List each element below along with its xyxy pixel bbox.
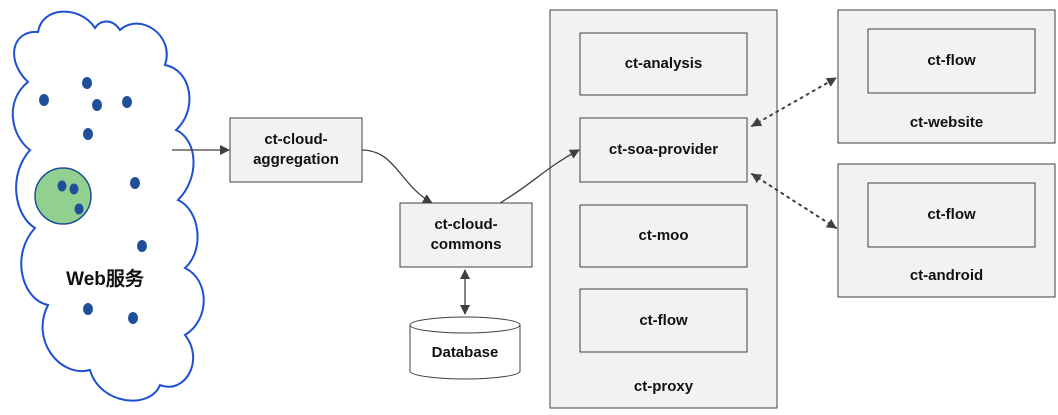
- moo-box: [579, 204, 748, 268]
- cloud-label: Web服务: [66, 269, 144, 290]
- android-label: ct-android: [909, 267, 984, 284]
- android-flow-label: ct-flow: [927, 206, 976, 223]
- service-dots: [39, 77, 147, 324]
- aggregation-label-line1: ct-cloud-: [264, 131, 328, 148]
- commons-label-line1: ct-cloud-: [434, 216, 498, 233]
- analysis-label: ct-analysis: [624, 55, 703, 72]
- website-label: ct-website: [909, 114, 984, 131]
- android-flow-box: [867, 182, 1036, 248]
- soa-provider-label: ct-soa-provider: [608, 141, 719, 158]
- aggregation-label-line2: aggregation: [253, 151, 339, 168]
- analysis-box: [579, 32, 748, 96]
- proxy-flow-label: ct-flow: [639, 311, 688, 329]
- proxy-flow-box: [579, 288, 748, 353]
- aggregation-label: ct-cloud- aggregation: [230, 118, 362, 182]
- soa-android-dotted-arrow: [751, 173, 837, 229]
- website-flow-box: [867, 28, 1036, 94]
- core-service-circle: [34, 167, 92, 225]
- commons-box: [399, 202, 533, 268]
- proxy-label: ct-proxy: [633, 378, 694, 395]
- moo-label: ct-moo: [638, 227, 689, 244]
- commons-to-soa-arrow: [499, 149, 580, 204]
- soa-website-dotted-arrow: [751, 77, 837, 127]
- soa-provider-box: [579, 117, 748, 183]
- aggregation-to-commons-arrow: [361, 149, 433, 204]
- database-label: Database: [431, 344, 499, 361]
- web-service-cloud: [11, 10, 205, 402]
- database-cylinder: [409, 316, 521, 380]
- aggregation-box: [229, 117, 363, 183]
- commons-label-line2: commons: [430, 236, 502, 253]
- website-flow-label: ct-flow: [927, 52, 976, 69]
- commons-label: ct-cloud- commons: [400, 203, 532, 267]
